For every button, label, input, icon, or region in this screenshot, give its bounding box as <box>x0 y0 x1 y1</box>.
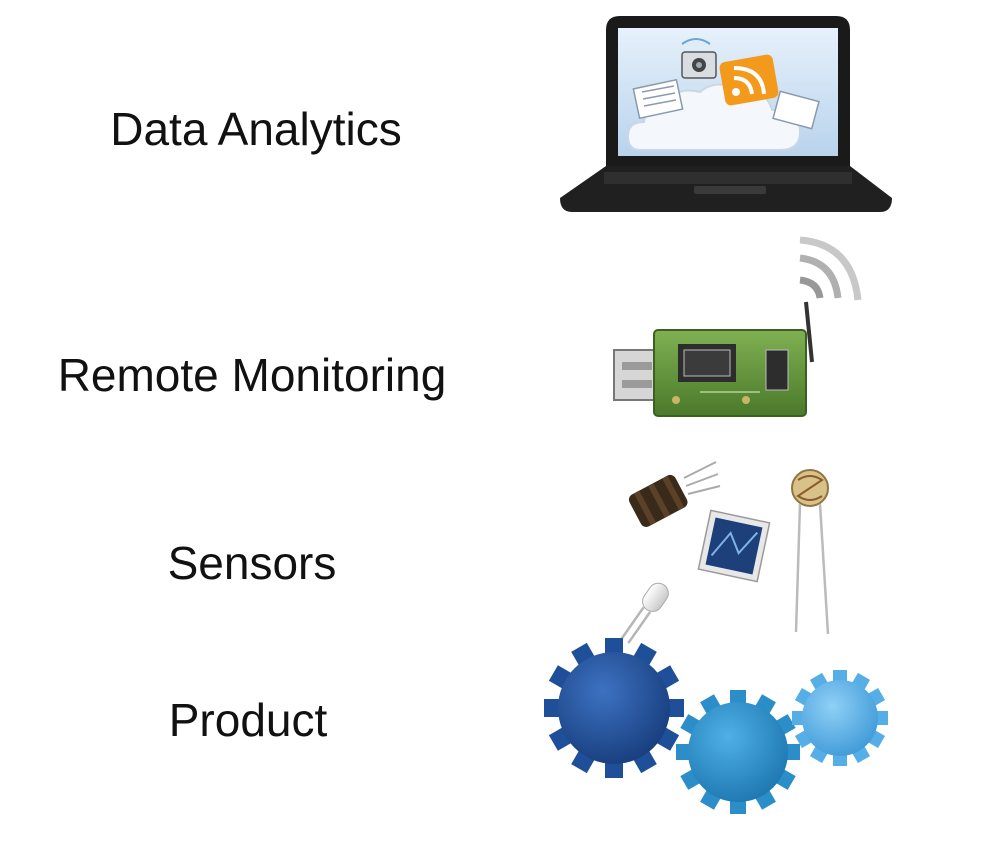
sensor-components-icon <box>618 461 830 644</box>
label-product: Product <box>168 694 328 746</box>
label-data-analytics: Data Analytics <box>110 103 402 155</box>
label-remote-monitoring: Remote Monitoring <box>57 349 447 401</box>
usb-wireless-module-icon <box>613 236 862 417</box>
gears-icon <box>544 638 888 814</box>
label-sensors: Sensors <box>167 537 337 589</box>
laptop-cloud-icon <box>560 16 892 212</box>
